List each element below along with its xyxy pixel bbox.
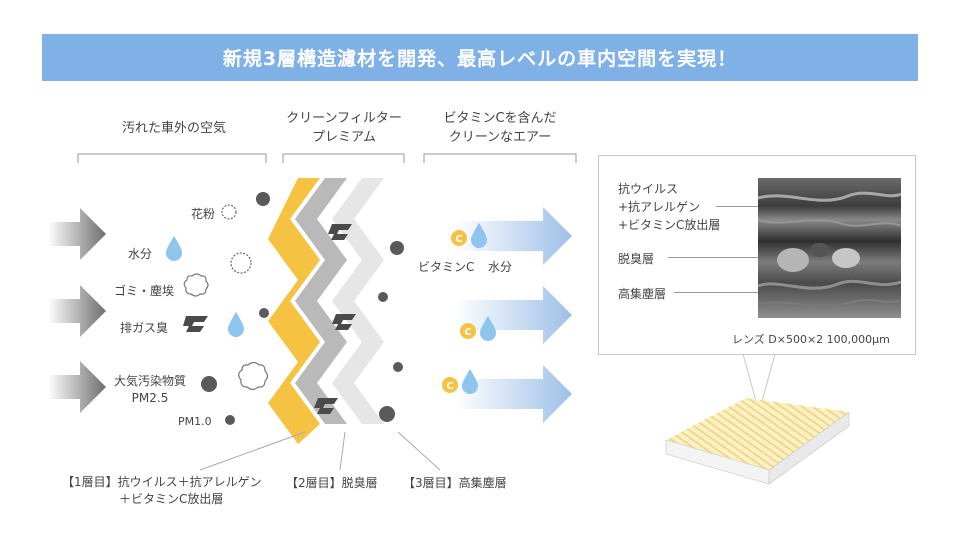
arrow-icon bbox=[455, 365, 572, 423]
filter-layer-2 bbox=[295, 178, 347, 424]
micro-label-3: 高集塵層 bbox=[618, 287, 667, 301]
water-drop-icon bbox=[480, 316, 496, 341]
filter-sample bbox=[665, 398, 850, 485]
label-layer1: 【1層目】抗ウイルス＋抗アレルゲン ＋ビタミンC放出層 bbox=[62, 474, 262, 508]
label-layer1-line1: 【1層目】抗ウイルス＋抗アレルゲン bbox=[62, 475, 262, 489]
filter-layer-3 bbox=[332, 178, 384, 424]
header-dirty-air: 汚れた車外の空気 bbox=[121, 121, 226, 136]
label-vitamin-c: ビタミンC bbox=[418, 260, 475, 274]
exhaust-icon bbox=[314, 398, 338, 414]
header-filter: クリーンフィルター プレミアム bbox=[264, 109, 424, 147]
micrograph-texture bbox=[758, 191, 901, 307]
micro-leader-3 bbox=[674, 292, 758, 293]
vitamin-c-glyph: C bbox=[464, 327, 471, 338]
micro-label-1-line3: +ビタミンC放出層 bbox=[618, 218, 721, 232]
exhaust-icon bbox=[332, 314, 356, 330]
vitamin-c-icon: C bbox=[460, 323, 476, 339]
header-clean-line1: ビタミンCを含んだ bbox=[443, 111, 557, 126]
arrow-icon bbox=[48, 285, 106, 337]
micro-label-1-line1: 抗ウイルス bbox=[618, 182, 679, 196]
label-output-water: 水分 bbox=[488, 260, 513, 274]
micro-leader-1 bbox=[716, 206, 758, 207]
vitamin-c-glyph: C bbox=[455, 234, 462, 245]
header-clean-line2: クリーンなエアー bbox=[448, 130, 552, 145]
label-water: 水分 bbox=[128, 247, 153, 261]
vitamin-c-icon: C bbox=[451, 230, 467, 246]
header-clean-air: ビタミンCを含んだ クリーンなエアー bbox=[418, 109, 582, 147]
micro-label-1-line2: +抗アレルゲン bbox=[618, 200, 701, 214]
water-drop-icon bbox=[228, 312, 244, 337]
bracket-filter bbox=[282, 153, 405, 163]
particle-icon bbox=[225, 415, 235, 425]
micro-label-2: 脱臭層 bbox=[618, 252, 655, 266]
leader-line-layer2 bbox=[339, 431, 346, 471]
arrow-icon bbox=[48, 208, 106, 260]
particle-icon bbox=[378, 292, 388, 302]
micro-leader-2 bbox=[668, 257, 758, 258]
header-filter-line1: クリーンフィルター bbox=[286, 111, 402, 126]
arrow-icon bbox=[455, 207, 572, 265]
dust-icon bbox=[183, 273, 209, 297]
label-pm25-line1: 大気汚染物質 bbox=[114, 374, 187, 388]
label-layer3: 【3層目】高集塵層 bbox=[403, 476, 507, 490]
arrow-icon bbox=[48, 361, 106, 413]
vitamin-c-icon: C bbox=[442, 377, 458, 393]
label-layer2: 【2層目】脱臭層 bbox=[286, 476, 378, 490]
micro-caption: レンズ D×500×2 100,000μm bbox=[732, 333, 890, 346]
pollen-icon bbox=[221, 204, 237, 220]
label-exhaust: 排ガス臭 bbox=[120, 321, 169, 335]
particle-icon bbox=[259, 308, 269, 318]
pollen-icon bbox=[230, 252, 252, 274]
particle-icon bbox=[393, 362, 403, 372]
particle-icon bbox=[256, 192, 270, 206]
water-drop-icon bbox=[462, 369, 478, 394]
label-pollen: 花粉 bbox=[191, 207, 216, 221]
page-title: 新規3層構造濾材を開発、最高レベルの車内空間を実現！ bbox=[42, 34, 918, 81]
leader-line-layer1 bbox=[199, 431, 306, 471]
vitamin-c-glyph: C bbox=[446, 381, 453, 392]
exhaust-icon bbox=[328, 224, 352, 240]
filter-layer-1 bbox=[268, 178, 320, 444]
bracket-dirty bbox=[77, 153, 267, 163]
label-pm25-line2: PM2.5 bbox=[131, 391, 169, 405]
micro-label-1: 抗ウイルス +抗アレルゲン +ビタミンC放出層 bbox=[618, 180, 720, 234]
particle-icon bbox=[201, 376, 217, 392]
particle-icon bbox=[379, 406, 395, 422]
label-pm25: 大気汚染物質 PM2.5 bbox=[114, 373, 186, 407]
leader-line-layer3 bbox=[397, 431, 441, 471]
dust-icon bbox=[238, 361, 269, 391]
micrograph-image bbox=[758, 178, 901, 318]
label-dust: ゴミ・塵埃 bbox=[114, 284, 175, 298]
label-pm10: PM1.0 bbox=[178, 415, 212, 428]
particle-icon bbox=[390, 241, 404, 255]
header-filter-line2: プレミアム bbox=[311, 130, 377, 145]
label-layer1-line2: ＋ビタミンC放出層 bbox=[119, 492, 224, 506]
exhaust-icon bbox=[183, 316, 208, 332]
bracket-clean bbox=[423, 153, 577, 163]
water-drop-icon bbox=[166, 236, 182, 261]
water-drop-icon bbox=[471, 223, 487, 248]
